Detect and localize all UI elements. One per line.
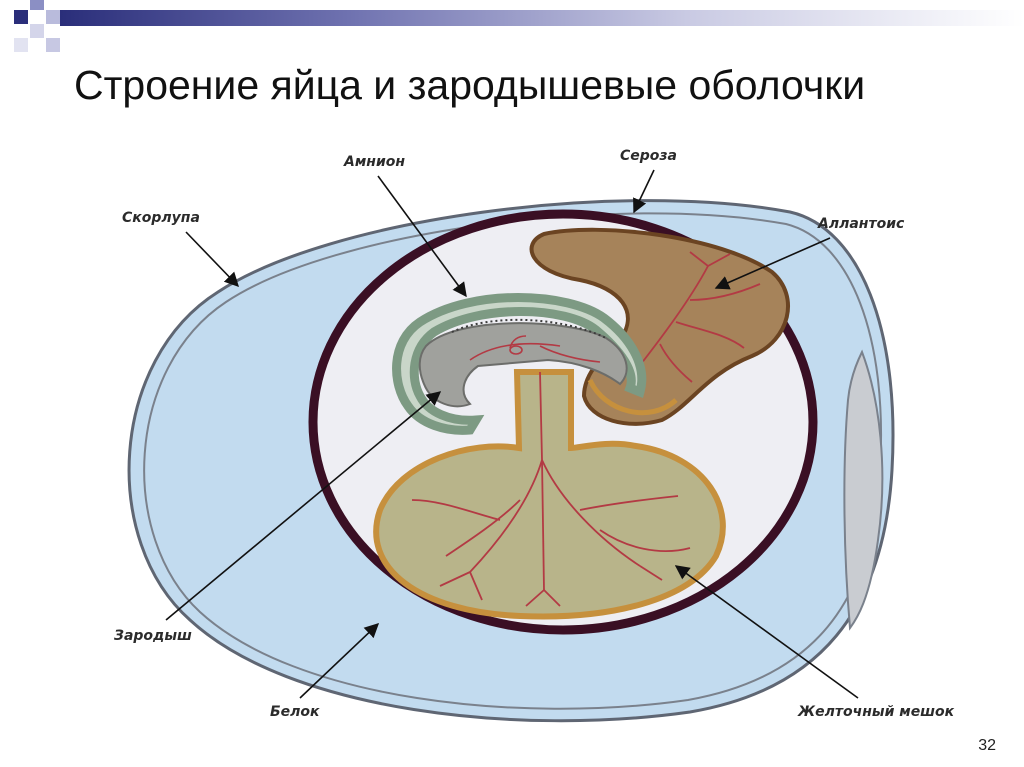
label-amnion: Амнион [343,154,405,170]
label-albumen: Белок [270,704,320,720]
label-embryo: Зародыш [114,628,192,644]
label-amnion-pointer: Амнион [343,154,467,298]
template-top-rule [60,10,1024,26]
label-albumen-pointer: Белок [270,623,380,720]
allantois-stalk [587,378,678,416]
amnion [392,293,647,435]
embryo-blood-vessels [469,335,601,363]
slide-number: 32 [978,737,996,754]
label-yolk-sac: Желточный мешок [797,704,955,720]
air-cell [843,349,884,631]
label-shell-pointer: Скорлупа [122,210,239,288]
label-serosa: Сероза [620,148,677,164]
label-embryo-pointer: Зародыш [114,391,442,644]
embryo-body [418,322,628,408]
label-allantois-pointer: Аллантоис [714,216,905,290]
yolk-blood-vessels [411,371,691,607]
label-allantois: Аллантоис [817,216,905,232]
yolk-sac [373,369,726,620]
template-corner-decoration [0,0,80,60]
embryo-neural-tube [451,318,607,339]
slide-title: Строение яйца и зародышевые оболочки [74,62,866,108]
label-serosa-pointer: Сероза [620,148,677,214]
allantois-blood-vessels [629,251,761,383]
label-shell: Скорлупа [122,210,200,226]
label-yolk-sac-pointer: Желточный мешок [674,565,955,720]
